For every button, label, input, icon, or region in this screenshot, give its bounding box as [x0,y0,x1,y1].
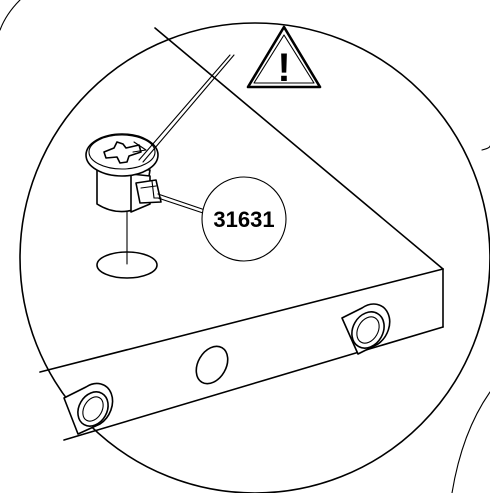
dowel-left-end-chamfer [82,396,104,422]
cam-lock-head [85,133,159,177]
dowel-right-end [351,311,385,349]
cam-lock-arrow-mark [132,141,147,153]
part-number-bubble [201,176,287,262]
warning-leader-line-inner [138,54,231,161]
board-bottom-front-edge [63,326,444,441]
part-leader-line [157,193,209,212]
cam-lock-arm [135,179,162,204]
board-top-back-edge [154,27,444,270]
warning-triangle-outer [246,25,322,89]
warning-leader-line [142,54,235,163]
adjacent-detail-circle-right-top [481,145,490,151]
warning-triangle-inner [253,34,315,84]
adjacent-detail-circle-right-bottom [451,391,490,493]
board-top-front-edge [39,268,444,373]
warning-symbol: ! [277,46,290,90]
dowel-right-end-chamfer [356,316,380,344]
dowel-right [341,303,391,355]
warning-triangle-icon: ! [246,25,322,90]
detail-circle [19,22,490,493]
part-number-label: 31631 [213,207,274,232]
adjacent-detail-circle-top [0,0,21,31]
board-panel [39,27,444,441]
cam-lock-head-rim [88,134,156,170]
cam-lock-arm-lip [140,185,157,189]
cam-lock-cross-slot [103,141,142,164]
part-leader-line-inner [157,197,207,215]
cam-lock-fitting-icon [85,133,162,213]
dowel-hole [195,345,229,385]
dowel-left [63,382,114,435]
dowel-left-end [77,391,109,427]
